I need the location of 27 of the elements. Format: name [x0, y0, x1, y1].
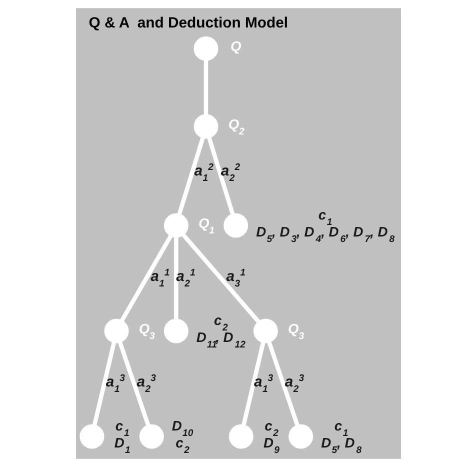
connector: [174, 237, 178, 320]
node-label: Q: [230, 38, 241, 54]
node-label: Q$_{1}$: [198, 215, 214, 237]
node-circle: [223, 213, 248, 238]
node-circle: [138, 424, 164, 449]
connector: [203, 60, 208, 115]
node-circle: [193, 36, 218, 61]
node-circle: [79, 424, 104, 449]
connector: [92, 342, 116, 426]
node-label: Q$_{2}$: [228, 116, 244, 138]
node-circle: [193, 114, 218, 139]
connector: [266, 342, 299, 426]
node-label: Q$_{3}$: [138, 320, 154, 342]
node-label: Q$_{3}$: [288, 320, 304, 342]
connector: [120, 235, 172, 322]
node-circle: [252, 318, 278, 344]
connector: [206, 137, 234, 215]
node-circle: [228, 424, 253, 449]
node-circle: [288, 424, 313, 449]
diagram-title: Q & A and Deduction Model: [88, 16, 288, 32]
node-circle: [163, 213, 188, 238]
node-circle: [163, 318, 188, 344]
node-circle: [104, 318, 128, 344]
connector: [181, 234, 260, 324]
connector: [117, 342, 150, 426]
connector: [176, 137, 204, 215]
connector: [241, 342, 265, 426]
